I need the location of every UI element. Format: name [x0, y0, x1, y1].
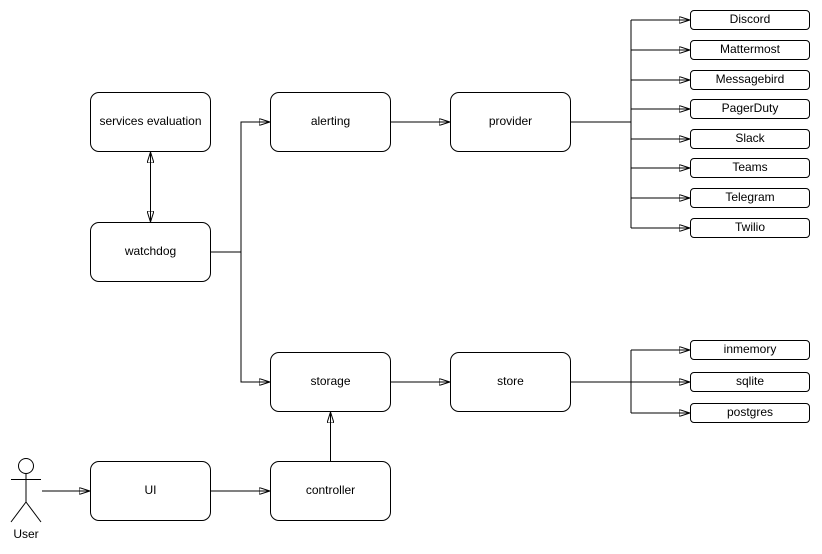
node-controller-label: controller [305, 483, 356, 498]
node-alerting: alerting [270, 92, 391, 152]
node-provider-slack-label: Slack [735, 131, 765, 146]
node-provider-mattermost-label: Mattermost [719, 42, 780, 57]
node-provider-teams-label: Teams [732, 160, 768, 175]
node-store-inmemory: inmemory [690, 340, 810, 360]
edge-watchdog-storage [211, 251, 270, 382]
node-store-label: store [497, 374, 524, 389]
node-store-inmemory-label: inmemory [723, 342, 777, 357]
node-provider-discord-label: Discord [729, 12, 771, 27]
node-ui: UI [90, 461, 211, 521]
node-provider-slack: Slack [690, 129, 810, 149]
node-services-evaluation-label: services evaluation [99, 114, 202, 129]
node-provider-telegram-label: Telegram [725, 190, 775, 205]
node-storage: storage [270, 352, 391, 412]
node-provider: provider [450, 92, 571, 152]
node-store: store [450, 352, 571, 412]
node-watchdog-label: watchdog [124, 244, 177, 259]
node-provider-twilio: Twilio [690, 218, 810, 238]
user-actor-label: User [13, 527, 39, 541]
node-provider-pagerduty-label: PagerDuty [721, 101, 779, 116]
node-provider-teams: Teams [690, 158, 810, 178]
node-provider-telegram: Telegram [690, 188, 810, 208]
node-store-sqlite: sqlite [690, 372, 810, 392]
node-provider-pagerduty: PagerDuty [690, 99, 810, 119]
node-store-sqlite-label: sqlite [735, 374, 764, 389]
node-provider-mattermost: Mattermost [690, 40, 810, 60]
node-storage-label: storage [310, 374, 351, 389]
node-services-evaluation: services evaluation [90, 92, 211, 152]
user-actor-icon [10, 458, 42, 523]
node-ui-label: UI [144, 483, 157, 498]
node-provider-messagebird: Messagebird [690, 70, 810, 90]
node-controller: controller [270, 461, 391, 521]
node-watchdog: watchdog [90, 222, 211, 282]
node-store-postgres: postgres [690, 403, 810, 423]
node-provider-messagebird-label: Messagebird [715, 72, 785, 87]
node-provider-label: provider [488, 114, 533, 129]
node-provider-discord: Discord [690, 10, 810, 30]
node-alerting-label: alerting [310, 114, 351, 129]
node-provider-twilio-label: Twilio [734, 220, 765, 235]
node-store-postgres-label: postgres [726, 405, 774, 420]
edge-watchdog-alerting [211, 122, 270, 253]
